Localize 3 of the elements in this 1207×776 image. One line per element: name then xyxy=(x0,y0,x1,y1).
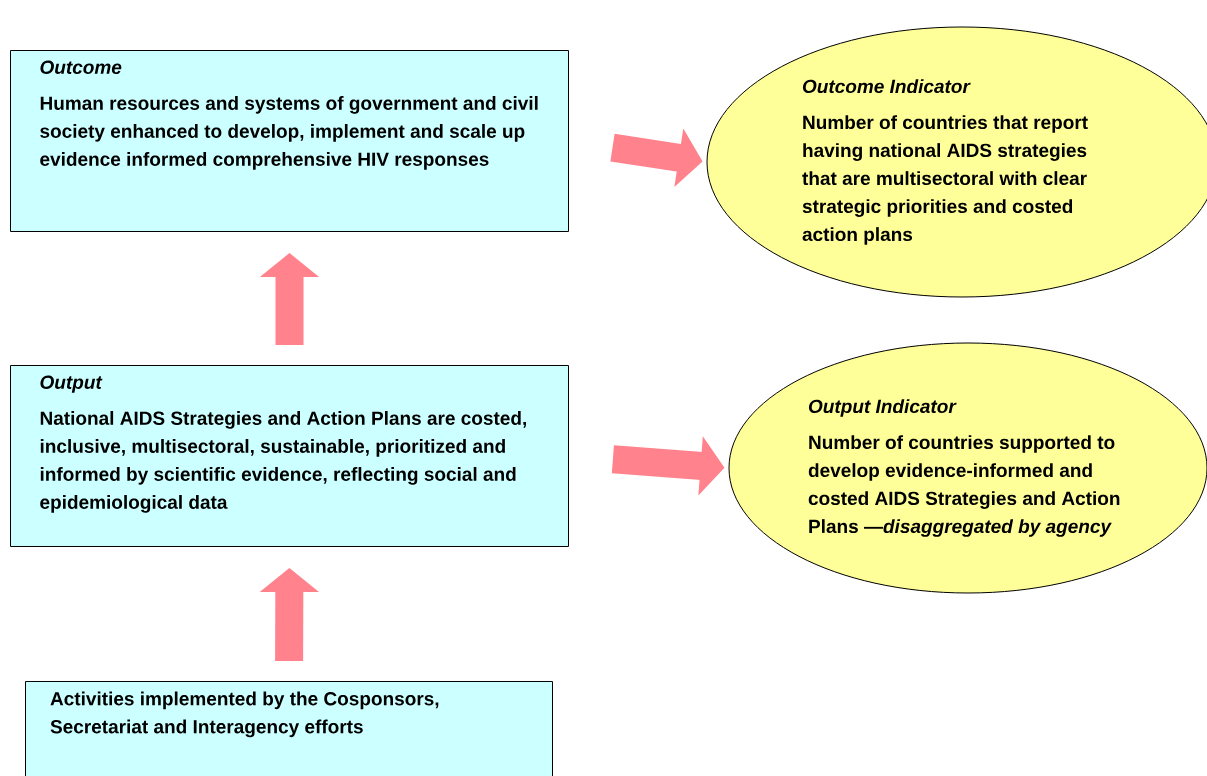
text-box: Outcome Human resources and systems of government and civil society enhanced to develop, implement and scale up evidence informed comprehensive HIV responses xyxy=(10,50,569,232)
text-box: Output National AIDS Strategies and Action Plans are costed, inclusive, multisectoral, sustainable, prioritized and informed by scientific evidence, reflecting social and epidemiological data xyxy=(10,365,569,547)
text-box: Activities implemented by the Cosponsors, Secretariat and Interagency efforts xyxy=(25,681,553,776)
